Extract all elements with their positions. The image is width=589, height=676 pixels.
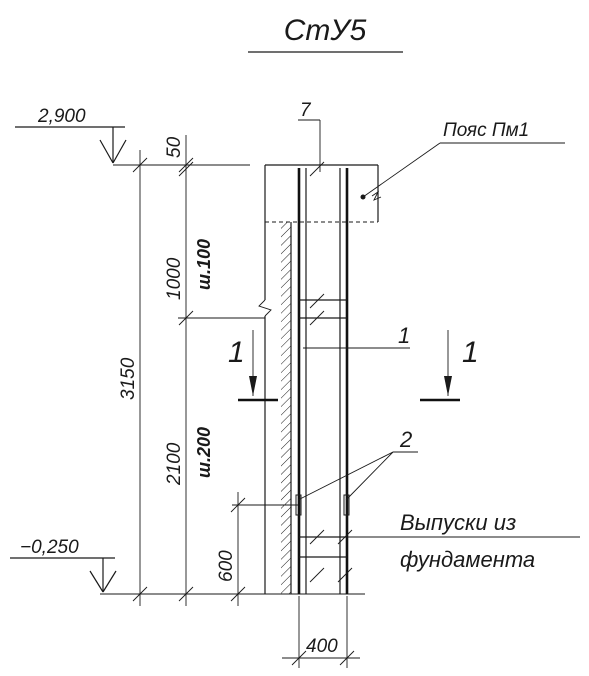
dim-50-label: 50 (164, 136, 185, 158)
dim-width-label: 400 (306, 636, 338, 657)
level-mark-top: 2,900 (15, 106, 127, 164)
dimension-outlet: 600 (216, 492, 246, 606)
reinforcement-cage (295, 161, 353, 594)
spacing-upper-label: ш.100 (194, 239, 214, 290)
dimension-chain-left: 50 1000 2100 ш.100 ш.200 (164, 135, 214, 606)
callout-belt-label: Пояс Пм1 (443, 120, 529, 141)
callout-2: 2 (297, 427, 418, 501)
callout-outlets-line1: Выпуски из (400, 510, 516, 535)
callout-belt: Пояс Пм1 (360, 120, 565, 200)
section-mark-right: 1 (420, 330, 479, 402)
callout-1: 1 (303, 323, 410, 349)
section-mark-left: 1 (228, 330, 278, 402)
dim-600-label: 600 (216, 550, 237, 582)
callout-outlets: Выпуски из фундамента (330, 510, 580, 572)
level-top-label: 2,900 (37, 106, 86, 127)
callout-outlets-line2: фундамента (400, 547, 535, 572)
callout-1-label: 1 (398, 323, 410, 348)
existing-wall (258, 222, 292, 594)
callout-2-label: 2 (399, 427, 412, 452)
level-bottom-label: −0,250 (20, 537, 79, 558)
dimension-total: 3150 (118, 150, 148, 606)
dimension-width: 400 (282, 596, 360, 668)
dim-total-label: 3150 (118, 357, 139, 400)
dim-1000-label: 1000 (164, 257, 185, 300)
dim-2100-label: 2100 (164, 442, 185, 486)
section-left-label: 1 (228, 336, 245, 369)
callout-7: 7 (298, 100, 321, 172)
drawing-title: СтУ5 (284, 14, 367, 47)
section-right-label: 1 (462, 336, 479, 369)
level-mark-bottom: −0,250 (10, 537, 117, 593)
spacing-lower-label: ш.200 (194, 427, 214, 478)
callout-7-label: 7 (300, 100, 312, 121)
belt-block (264, 164, 382, 223)
